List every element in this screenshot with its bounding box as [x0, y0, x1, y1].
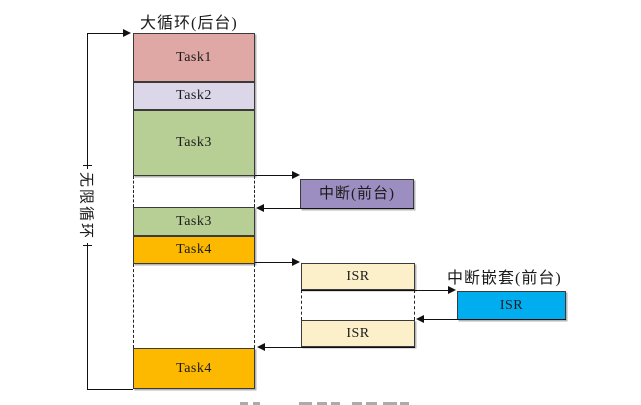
task3-first-label: Task3 — [176, 135, 212, 150]
arrow-nested-return-line — [423, 319, 566, 320]
isr-resumed-label: ISR — [346, 325, 370, 341]
nested-isr-box: ISR — [457, 291, 566, 320]
task4-box-first: Task4 — [133, 236, 255, 264]
interrupt-box: 中断(前台) — [300, 179, 414, 209]
task3-resumed-label: Task3 — [176, 213, 212, 229]
task3-box-resumed: Task3 — [133, 207, 255, 236]
arrow-isr-to-nested-line — [301, 290, 449, 291]
arrow-task4-to-isr-head-icon — [292, 258, 300, 266]
task3-box-first: Task3 — [133, 110, 255, 176]
arrow-interrupt-return-line — [263, 208, 414, 209]
arrow-task3-to-interrupt-line — [255, 175, 293, 176]
dashed-gap1-right — [254, 176, 255, 207]
isr-box-first: ISR — [301, 263, 415, 290]
dashed-isr-gap-right — [414, 290, 415, 320]
infinite-loop-label: 无限循环 — [76, 168, 98, 244]
loop-top-line — [87, 33, 124, 34]
caption-fragment — [317, 402, 327, 405]
dashed-gap2-left — [133, 264, 134, 348]
loop-label-bottom-tick — [83, 245, 92, 246]
isr-box-resumed: ISR — [301, 320, 415, 347]
task2-box: Task2 — [133, 82, 255, 110]
caption-fragment — [331, 402, 340, 405]
isr-first-label: ISR — [346, 268, 370, 284]
interrupt-label: 中断(前台) — [319, 185, 395, 202]
caption-fragment — [352, 402, 362, 405]
caption-fragment — [253, 402, 260, 405]
caption-fragment — [299, 402, 312, 405]
arrow-isr-to-nested-head-icon — [448, 286, 456, 294]
task1-box: Task1 — [133, 33, 255, 82]
task4-box-resumed: Task4 — [133, 348, 255, 389]
caption-fragment — [400, 402, 409, 405]
dashed-gap1-left — [133, 176, 134, 207]
nested-interrupt-title: 中断嵌套(前台) — [447, 270, 562, 287]
task2-label: Task2 — [176, 88, 212, 103]
arrow-task4-to-isr-line — [255, 262, 293, 263]
caption-fragment — [366, 402, 377, 405]
loop-label-top-tick — [83, 165, 92, 166]
loop-arrowhead-icon — [123, 29, 131, 37]
arrow-task3-to-interrupt-head-icon — [292, 171, 300, 179]
task1-label: Task1 — [176, 49, 212, 65]
arrow-isr-return-line — [264, 347, 415, 348]
arrow-nested-return-head-icon — [416, 315, 424, 323]
arrow-interrupt-return-head-icon — [256, 204, 264, 212]
caption-fragment — [240, 402, 248, 405]
caption-fragment — [383, 402, 397, 405]
dashed-gap2-right — [254, 264, 255, 348]
dashed-isr-gap-left — [301, 290, 302, 320]
arrow-isr-return-head-icon — [257, 343, 265, 351]
loop-bottom-line — [87, 389, 133, 390]
nested-isr-label: ISR — [499, 297, 524, 313]
background-loop-title: 大循环(后台) — [140, 15, 238, 32]
task4-resumed-label: Task4 — [176, 360, 212, 376]
task4-first-label: Task4 — [176, 242, 212, 257]
